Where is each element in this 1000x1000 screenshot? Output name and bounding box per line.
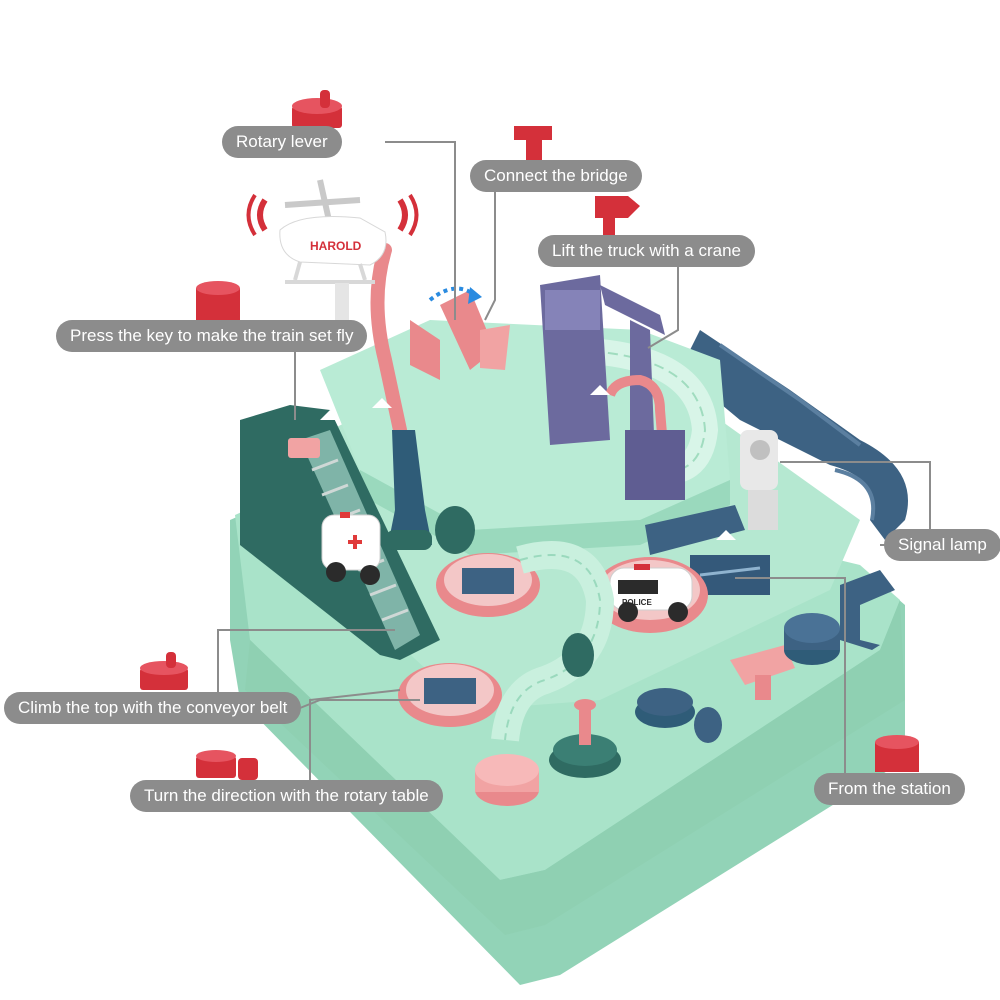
lever-knob xyxy=(549,699,621,778)
callout-signal-lamp: Signal lamp xyxy=(884,529,1000,561)
rotary-lever-icon xyxy=(292,90,342,128)
callout-lift-truck: Lift the truck with a crane xyxy=(538,235,755,267)
rotary-table-icon xyxy=(196,750,258,780)
police-car-toy: POLICE xyxy=(609,564,693,622)
navy-lever xyxy=(840,570,895,650)
trees xyxy=(435,506,594,677)
bridge-icon xyxy=(514,126,552,162)
helicopter-toy: HAROLD xyxy=(246,179,419,437)
navy-round-button xyxy=(784,613,840,665)
conveyor-icon xyxy=(140,652,188,690)
callout-conveyor-belt: Climb the top with the conveyor belt xyxy=(4,692,302,724)
crane-tower xyxy=(540,275,685,500)
turntable-lower xyxy=(398,663,502,727)
police-car-text: POLICE xyxy=(622,598,652,607)
signal-lamp-toy xyxy=(740,430,778,530)
pink-bridge xyxy=(410,290,510,380)
navy-knob xyxy=(635,688,722,743)
callout-press-key: Press the key to make the train set fly xyxy=(56,320,368,352)
pink-rotary xyxy=(730,645,795,700)
control-buttons xyxy=(475,570,895,806)
turntable-upper xyxy=(436,553,540,617)
dark-pillar xyxy=(386,430,432,550)
callout-rotary-lever: Rotary lever xyxy=(222,126,342,158)
callout-connect-bridge: Connect the bridge xyxy=(470,160,642,192)
navy-track xyxy=(680,330,908,540)
from-station-icon xyxy=(875,735,919,772)
callout-from-station: From the station xyxy=(814,773,965,805)
motion-arrows xyxy=(320,286,736,540)
callout-rotary-table: Turn the direction with the rotary table xyxy=(130,780,443,812)
pink-button xyxy=(475,754,539,806)
ambulance-toy xyxy=(321,512,381,585)
helicopter-name: HAROLD xyxy=(310,239,362,253)
crane-icon xyxy=(595,196,640,236)
